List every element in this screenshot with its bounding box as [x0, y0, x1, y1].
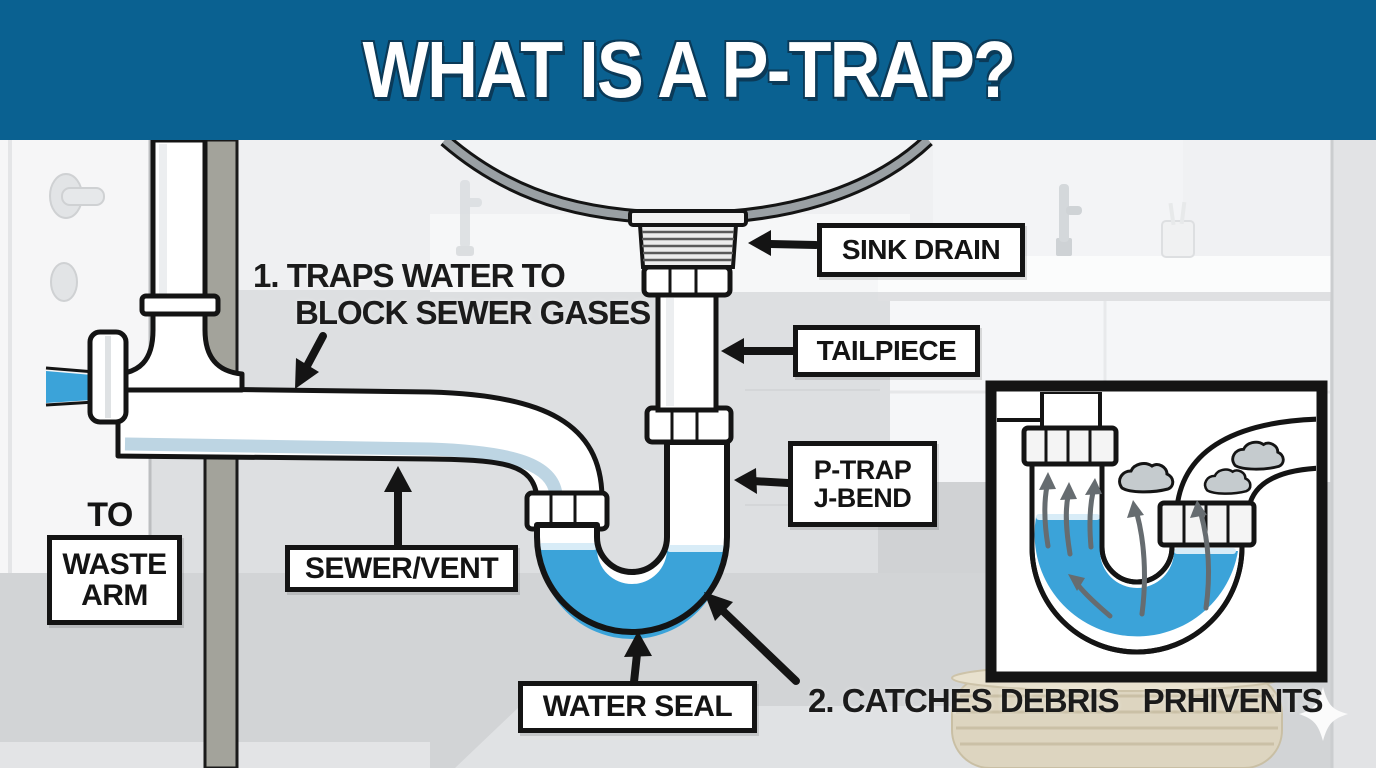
gas-flow-arrowhead: [1127, 500, 1144, 518]
trap-inlet-nut-ribs: [549, 495, 577, 527]
drain-flange: [628, 209, 748, 227]
waste-water: [46, 371, 92, 403]
waste-arm-water-film: [124, 437, 563, 496]
faucet-icon: [1056, 184, 1082, 256]
p-trap-arrowhead: [734, 468, 757, 494]
note2-arrow: [719, 607, 800, 685]
sparkle-icon: [1299, 687, 1348, 741]
elbow-collar: [139, 293, 221, 317]
gas-flow-arrowhead: [1085, 478, 1102, 495]
sink-drain-arrow: [766, 240, 820, 249]
inset-left-coupling: [1021, 425, 1119, 467]
vanity-countertop: [878, 256, 1334, 292]
counter-lip-shadow: [878, 292, 1334, 301]
inset-left-coupling-ribs: [1044, 430, 1092, 462]
inset-diagram: [985, 380, 1328, 683]
note1-arrowhead: [295, 358, 319, 389]
sink-drain-arrowhead: [748, 230, 771, 256]
wall-right-panel: [1183, 140, 1333, 260]
tailpiece-nut-ribs: [670, 410, 699, 440]
water-seal-water: [539, 546, 725, 639]
header-banner: WHAT IS A P-TRAP?: [0, 0, 1376, 140]
tailpiece-arrowhead: [721, 338, 744, 364]
water-seal-arrow: [630, 650, 641, 686]
tailpiece-nut: [644, 405, 734, 445]
note2-arrowhead: [704, 592, 733, 621]
wall-corner-band: [1332, 140, 1376, 768]
door-handle-lever: [61, 187, 105, 206]
page-title: WHAT IS A P-TRAP?: [362, 25, 1016, 114]
gas-flow-arrowhead: [1190, 500, 1207, 518]
drain-slip-nut: [641, 264, 733, 298]
gas-flow-arrow-icon: [1075, 582, 1113, 619]
gas-flow-arrowhead: [1039, 472, 1056, 490]
p-trap-outline: [534, 439, 730, 635]
gas-flow-arrowhead: [1060, 482, 1077, 500]
stub-pipe-top-edge: [45, 366, 96, 374]
background-faucet-icon: [456, 180, 482, 256]
water-seal-arrowhead: [624, 631, 652, 657]
water-surface-highlight: [539, 543, 597, 550]
water-surface-highlight: [667, 545, 725, 552]
gas-flow-arrow-icon: [1042, 483, 1051, 549]
gas-flow-arrows: [1039, 472, 1211, 619]
gas-flow-arrow-icon: [1063, 493, 1073, 557]
vent-riser-pipe: [115, 137, 245, 393]
gas-flow-arrow-icon: [1087, 489, 1096, 550]
callout-arrows: [295, 230, 820, 686]
gas-flow-arrow-icon: [1198, 511, 1211, 611]
inset-water: [1034, 517, 1238, 637]
gas-flow-arrowhead: [1068, 574, 1085, 591]
inset-u-bend-outline: [1029, 460, 1245, 655]
inset-water-highlight: [1174, 548, 1236, 554]
p-trap-arrow: [749, 477, 792, 487]
drain-slip-nut-ribs: [668, 269, 698, 293]
bath-mat: [455, 706, 1000, 768]
sink-drain-threads: [637, 223, 739, 269]
door-knob-icon: [50, 262, 78, 302]
sewer-vent-arrowhead: [384, 466, 412, 492]
stub-pipe-bottom-edge: [45, 400, 96, 407]
note1-arrow: [303, 332, 327, 370]
gas-flow-arrow-icon: [1134, 511, 1147, 617]
toothbrush-cup: [1161, 201, 1195, 258]
